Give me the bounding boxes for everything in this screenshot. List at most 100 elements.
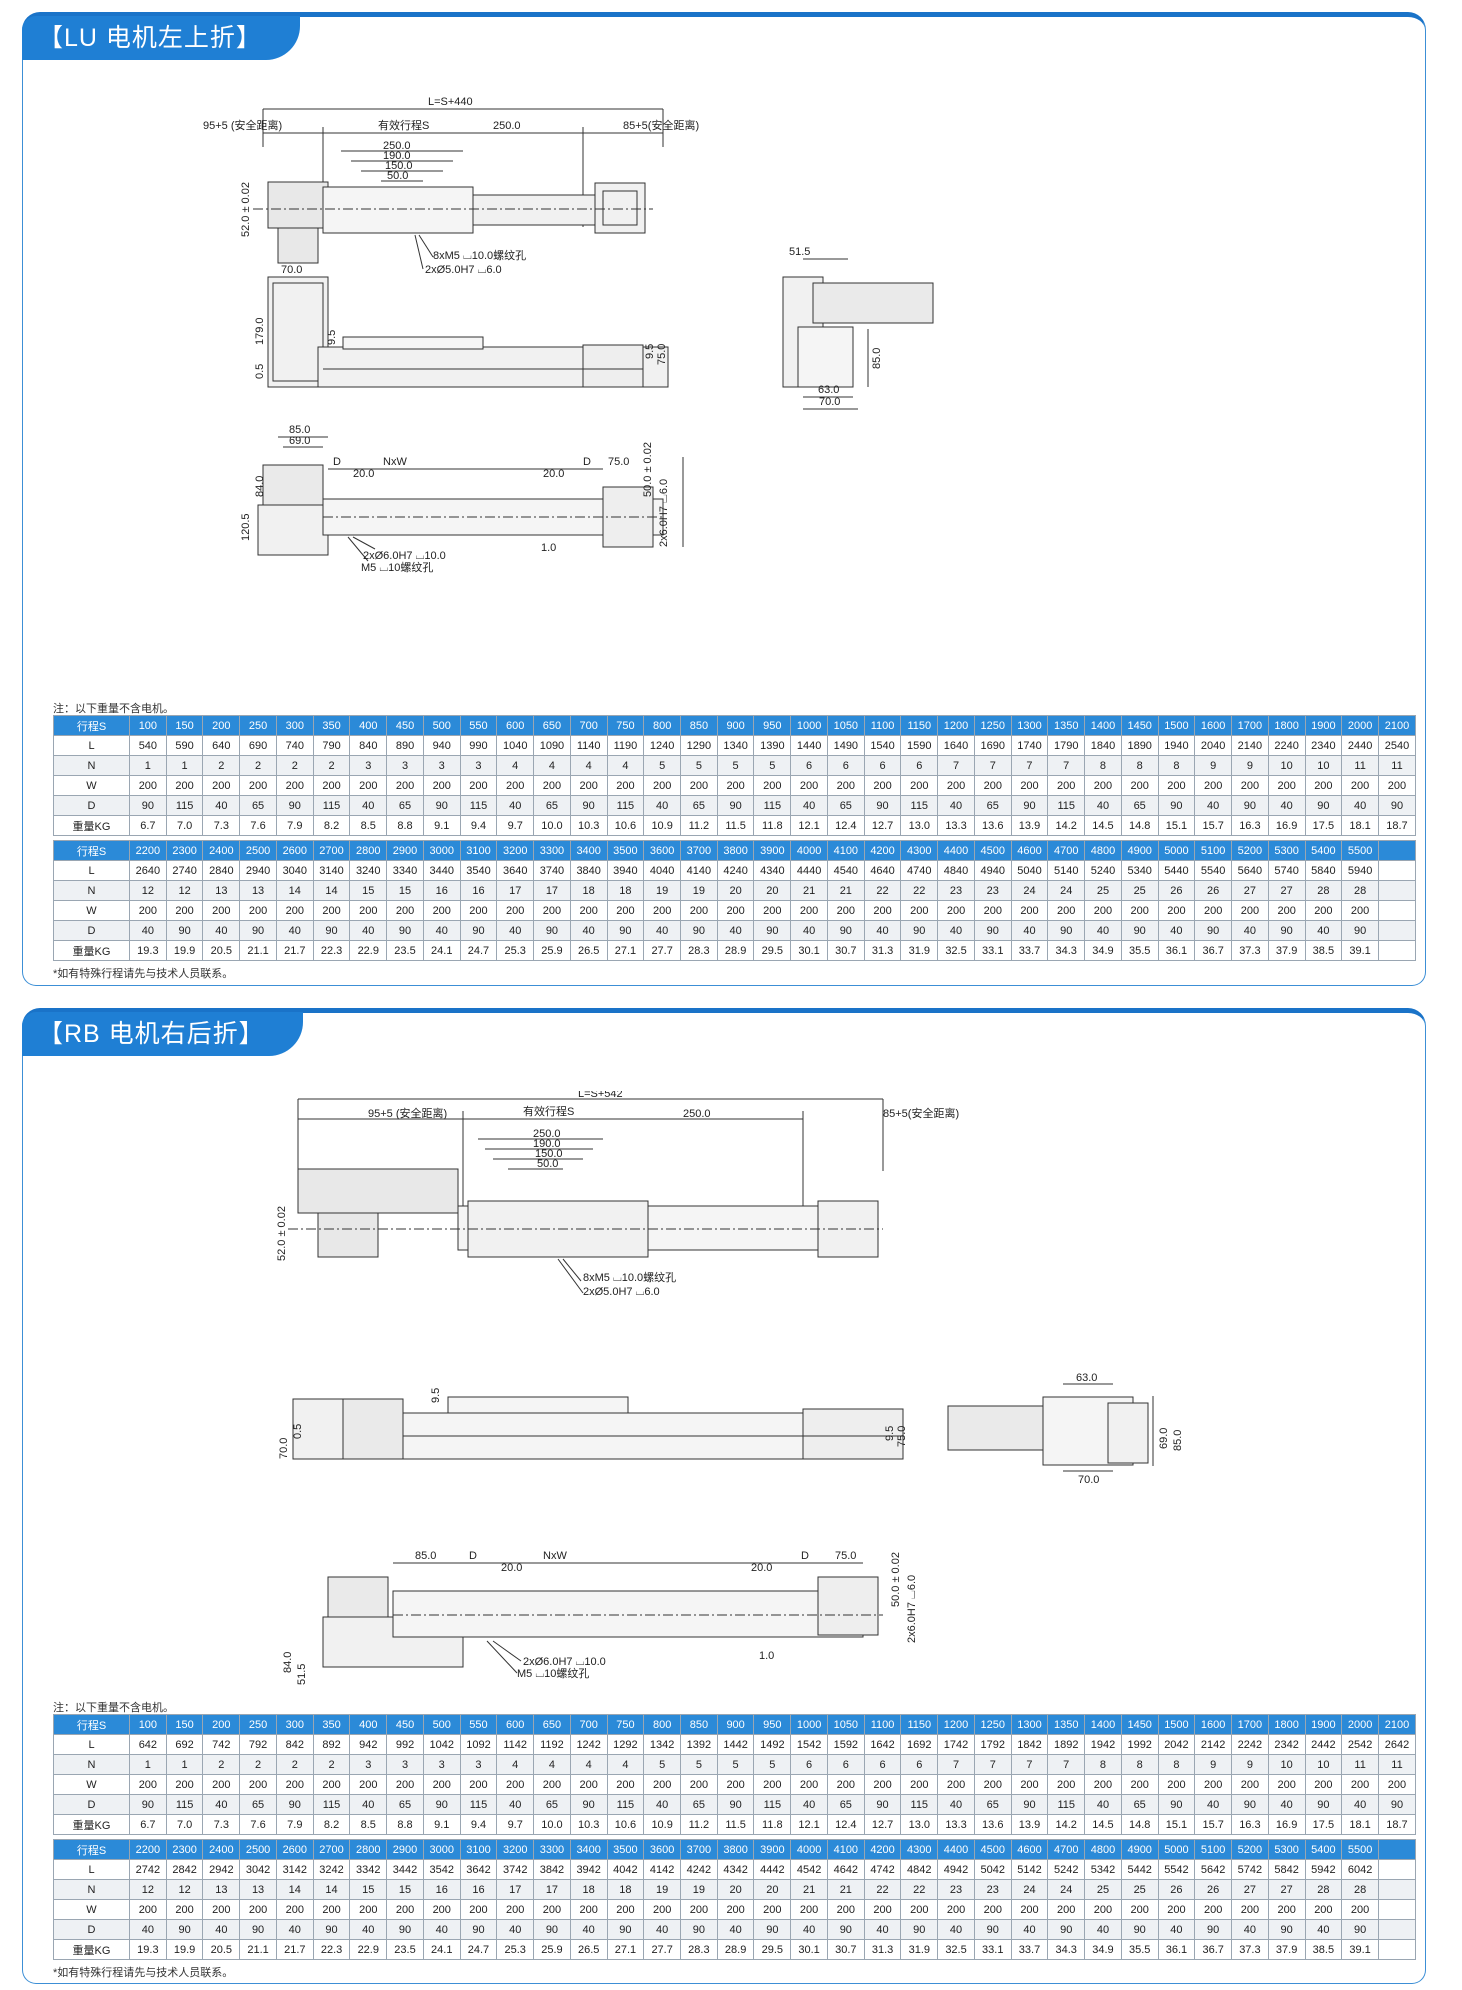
table-cell: 1992 [1120,1734,1159,1755]
table-cell: 1790 [1047,735,1086,756]
table-row-label: L [53,1734,130,1755]
table-cell: 9.7 [496,815,535,836]
table-cell: 24 [1047,880,1086,901]
table-cell: 5640 [1231,860,1269,881]
table-cell: 18 [606,1879,645,1900]
table-cell [1377,900,1417,921]
table-cell: 5 [643,755,682,776]
table-cell: 18 [569,880,608,901]
table-header-cell: 3000 [422,840,461,861]
table-cell: 11 [1377,1754,1417,1775]
table-cell: 200 [569,1899,608,1920]
table-cell: 200 [312,1899,351,1920]
table-header-cell: 600 [496,1714,535,1735]
table-cell: 16 [459,880,498,901]
table-cell: 115 [165,1794,204,1815]
dim-250-top: 250.0 [493,120,521,132]
table-cell: 200 [863,1774,902,1795]
table-cell: 12 [165,1879,204,1900]
table-header-cell: 2500 [239,1839,277,1860]
table-cell: 2 [312,755,351,776]
table-cell: 24 [1010,1879,1049,1900]
table-cell: 29.5 [753,1939,792,1960]
table-row-label: D [53,795,130,816]
table-row-label: L [53,860,130,881]
table-row-label: D [53,1794,130,1815]
table-cell: 26 [1157,1879,1196,1900]
table-cell: 8.8 [386,815,424,836]
table-cell: 4340 [753,860,792,881]
table-header-cell: 3300 [533,840,571,861]
table-cell: 40 [790,920,828,941]
table-cell: 40 [1157,920,1196,941]
table-cell: 5 [643,1754,682,1775]
table-cell: 12.7 [863,1814,902,1835]
dim-h84: 84.0 [254,476,266,497]
table-cell: 40 [1341,795,1379,816]
table-cell: 7.0 [165,815,204,836]
dim-w63: 63.0 [818,384,839,396]
table-header-cell: 3900 [753,840,792,861]
table-cell: 40 [863,920,902,941]
table-cell: 29.5 [753,940,792,961]
table-cell: 40 [422,1919,461,1940]
dim-D-right: D [801,1550,809,1562]
table-cell: 27.1 [606,1939,645,1960]
table-header-cell: 1800 [1267,1714,1306,1735]
table-cell: 28.9 [716,1939,755,1960]
table-cell: 40 [790,795,828,816]
table-cell: 8 [1157,755,1196,776]
table-cell: 19.9 [165,940,204,961]
table-cell: 7 [1047,1754,1086,1775]
table-cell: 2440 [1341,735,1379,756]
table-cell: 40 [937,795,975,816]
table-cell: 2242 [1231,1734,1269,1755]
table-cell: 200 [790,1899,828,1920]
table-header-cell: 2400 [202,840,241,861]
table-cell: 13 [239,880,277,901]
table-cell: 200 [569,900,608,921]
table-cell: 28 [1341,1879,1379,1900]
table-header-cell: 3600 [643,1839,682,1860]
table-cell: 4240 [716,860,755,881]
table-header-cell: 2800 [349,1839,388,1860]
table-cell: 40 [202,795,241,816]
table-cell: 23 [937,880,975,901]
table-cell: 690 [239,735,277,756]
table-cell: 31.9 [900,940,939,961]
table-cell: 90 [1267,920,1306,941]
dim-50: 50.0 [387,170,408,182]
table-cell: 8 [1120,1754,1159,1775]
table-cell: 4642 [826,1859,865,1880]
table-cell: 7.9 [275,1814,314,1835]
table-cell: 11.8 [753,1814,792,1835]
table-cell: 27.1 [606,940,645,961]
table-header-cell: 1700 [1231,715,1269,736]
table-cell: 24.7 [459,1939,498,1960]
table-cell: 40 [1084,1794,1122,1815]
table-cell: 200 [349,900,388,921]
table-cell: 4442 [753,1859,792,1880]
table-cell: 200 [973,900,1012,921]
table-cell: 4540 [826,860,865,881]
table-cell: 3440 [422,860,461,881]
table-cell: 21.1 [239,1939,277,1960]
table-cell: 8 [1084,1754,1122,1775]
table-cell: 200 [275,1774,314,1795]
table-header-cell: 5400 [1304,840,1343,861]
table-cell: 200 [1010,1774,1049,1795]
table-cell: 1340 [716,735,755,756]
table-cell: 20.5 [202,940,241,961]
table-cell: 1342 [643,1734,682,1755]
table-cell: 40 [496,1919,535,1940]
table-cell: 65 [386,1794,424,1815]
table-cell: 200 [790,1774,828,1795]
dim-w515: 51.5 [789,246,810,258]
table-cell: 90 [1231,795,1269,816]
table-cell: 18.1 [1341,815,1379,836]
table-cell: 65 [826,1794,865,1815]
table-cell: 15.7 [1194,1814,1233,1835]
table-cell: 25.9 [533,1939,571,1960]
table-cell: 200 [533,775,571,796]
